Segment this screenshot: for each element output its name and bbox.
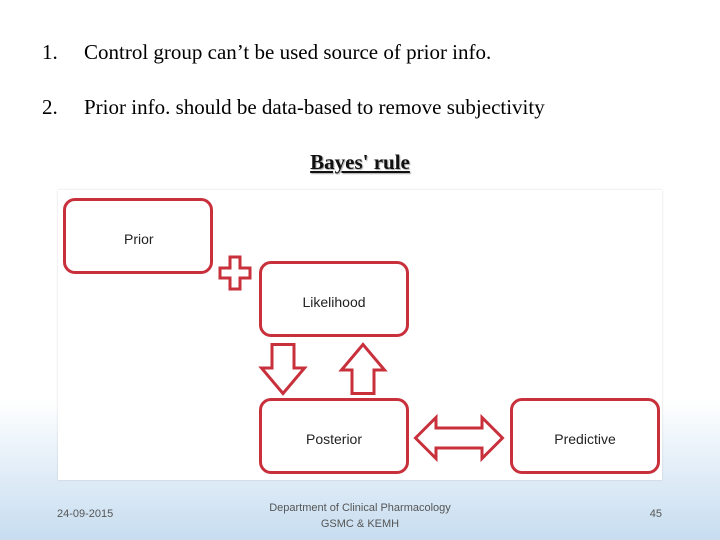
posterior-label: Posterior — [305, 431, 363, 447]
slide-heading: Bayes' rule — [310, 150, 410, 174]
plus-icon — [218, 255, 252, 291]
prior-node: Prior — [63, 198, 213, 274]
predictive-node: Predictive — [510, 398, 660, 474]
bullet-text: Control group can’t be used source of pr… — [84, 40, 492, 64]
likelihood-node: Likelihood — [259, 261, 409, 337]
up-arrow-icon — [338, 342, 388, 395]
bullet-number: 1. — [42, 40, 58, 64]
down-arrow-icon — [258, 343, 308, 396]
bullet-number: 2. — [42, 95, 58, 119]
predictive-label: Predictive — [554, 431, 616, 447]
likelihood-label: Likelihood — [302, 294, 366, 310]
page-number: 45 — [649, 508, 662, 520]
bayes-diagram: Prior Likelihood Posterior Predictive — [58, 190, 662, 480]
double-arrow-icon — [413, 413, 505, 463]
bullet-text: Prior info. should be data-based to remo… — [84, 95, 545, 119]
bullet-1: 1. Control group can’t be used source of … — [42, 40, 491, 65]
footer-department: Department of Clinical Pharmacology GSMC… — [230, 500, 490, 532]
bullet-2: 2. Prior info. should be data-based to re… — [42, 95, 545, 120]
department-line-2: GSMC & KEMH — [320, 518, 400, 530]
prior-label: Prior — [124, 231, 154, 247]
department-line-1: Department of Clinical Pharmacology — [269, 502, 451, 514]
footer-date: 24-09-2015 — [57, 508, 114, 520]
posterior-node: Posterior — [259, 398, 409, 474]
